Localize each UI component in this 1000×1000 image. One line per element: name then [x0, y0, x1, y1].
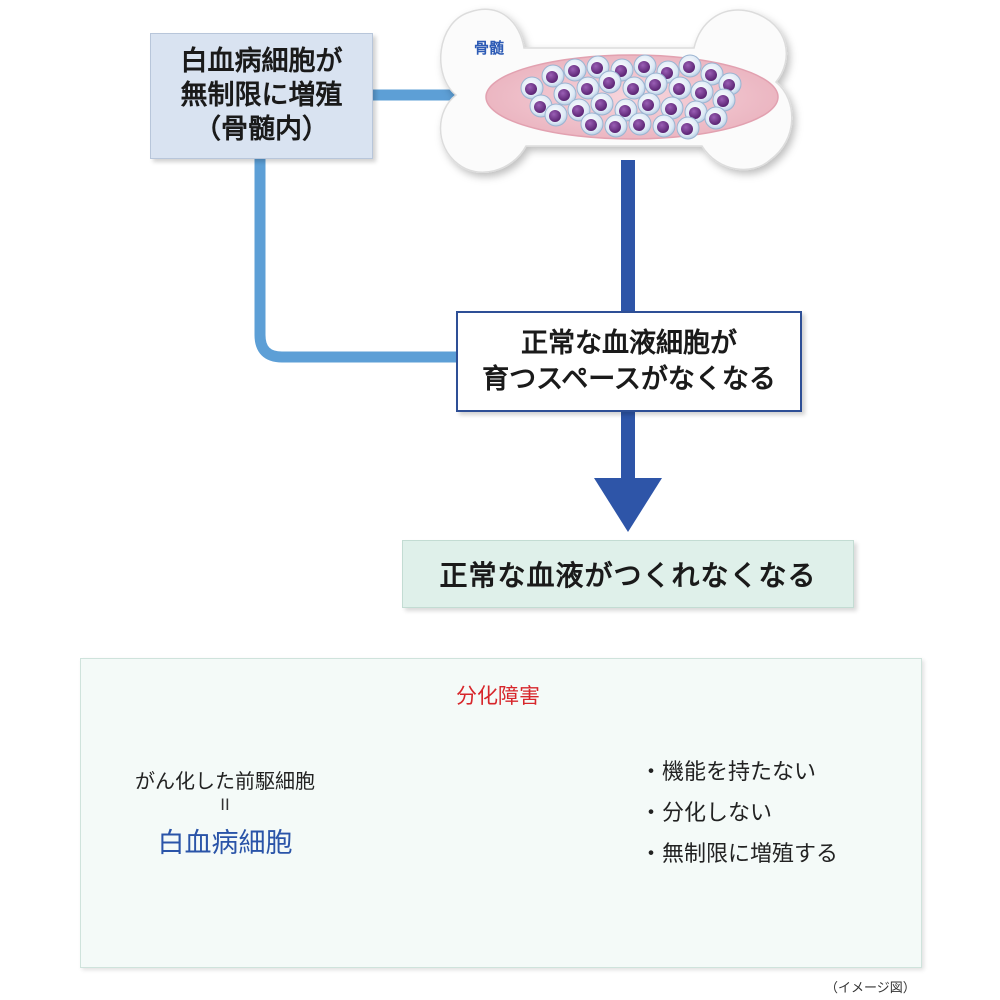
marrow-cell — [598, 70, 622, 94]
box-line: 白血病細胞が — [180, 46, 343, 77]
marrow-cell — [544, 103, 568, 127]
marrow-cell — [637, 92, 661, 116]
leukemia-proliferation-box: 白血病細胞が 無制限に増殖 （骨髄内） — [150, 33, 373, 159]
marrow-cell — [644, 72, 668, 96]
list-item: ・分化しない — [640, 801, 773, 826]
connector-box-to-middle — [254, 157, 456, 363]
marrow-cell — [580, 112, 604, 136]
marrow-cell — [652, 114, 676, 138]
marrow-cell — [586, 55, 610, 79]
list-item: ・機能を持たない — [640, 760, 817, 785]
marrow-cell — [633, 54, 657, 78]
marrow-cell — [678, 54, 702, 78]
box-line: 育つスペースがなくなる — [482, 363, 776, 395]
marrow-cell — [690, 80, 714, 104]
differentiation-title: 分化障害 — [456, 684, 540, 708]
list-item: ・無制限に増殖する — [640, 842, 839, 867]
equals-sign: II — [220, 795, 230, 814]
marrow-cell — [660, 96, 684, 120]
marrow-cell — [622, 76, 646, 100]
precursor-label: がん化した前駆細胞 — [135, 769, 315, 793]
bone-marrow-label: 骨髄 — [474, 39, 505, 57]
box-line: （骨髄内） — [194, 114, 329, 145]
box-line: 無制限に増殖 — [180, 80, 343, 111]
marrow-cell — [700, 62, 724, 86]
marrow-cell — [553, 82, 577, 106]
marrow-cell — [563, 58, 587, 82]
marrow-cell — [541, 64, 565, 88]
leukemia-label: 白血病細胞 — [157, 828, 293, 859]
down-arrow-head — [594, 478, 662, 532]
marrow-cell — [604, 114, 628, 138]
box-line: 正常な血液細胞が — [521, 327, 737, 359]
image-caption: （イメージ図） — [825, 981, 916, 996]
marrow-cell — [590, 92, 614, 116]
result-box: 正常な血液がつくれなくなる — [402, 540, 854, 608]
no-space-box: 正常な血液細胞が 育つスペースがなくなる — [456, 311, 802, 412]
marrow-cell — [576, 76, 600, 100]
marrow-leukemia-cells — [520, 54, 742, 140]
marrow-cell — [628, 112, 652, 136]
differentiation-panel — [80, 658, 922, 968]
marrow-cell — [676, 116, 700, 140]
connector-lines — [254, 89, 635, 480]
marrow-cell — [704, 106, 728, 130]
feature-list: ・機能を持たない ・分化しない ・無制限に増殖する — [640, 752, 838, 875]
marrow-cell — [668, 76, 692, 100]
